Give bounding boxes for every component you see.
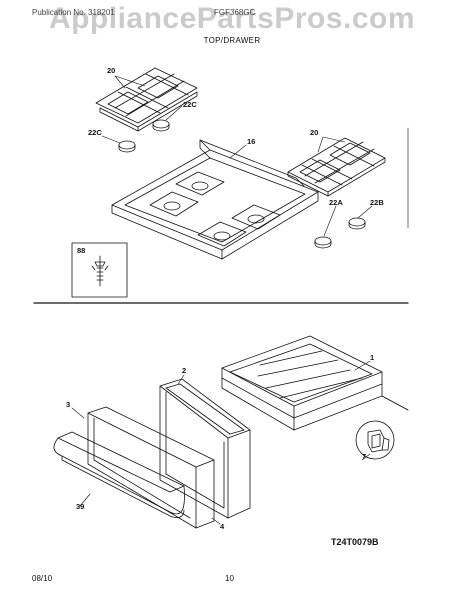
cap-22b[interactable] <box>348 217 366 230</box>
part-88-box[interactable] <box>71 242 128 298</box>
callout-2: 2 <box>182 366 187 375</box>
callout-20-right: 20 <box>310 128 319 137</box>
footer-date: 08/10 <box>32 574 53 583</box>
drawer-panel[interactable] <box>87 406 215 529</box>
right-grate[interactable] <box>287 137 386 197</box>
callout-1: 1 <box>370 353 375 362</box>
callout-22a: 22A <box>329 198 343 207</box>
callout-20-left: 20 <box>107 66 116 75</box>
cap-22c-left[interactable] <box>118 140 136 153</box>
page-number: 10 <box>225 574 234 583</box>
drawing-code: T24T0079B <box>331 537 379 547</box>
callout-7: 7 <box>362 452 367 461</box>
cap-22a[interactable] <box>314 236 332 249</box>
publication-number: Publication No. 318201 <box>32 8 115 17</box>
callout-39: 39 <box>76 502 85 511</box>
left-grate[interactable] <box>95 67 198 132</box>
model-number: FGF368GC <box>214 8 256 17</box>
callout-22c-top: 22C <box>183 100 197 109</box>
drawer[interactable] <box>221 335 409 431</box>
callout-88: 88 <box>77 246 86 255</box>
cooktop[interactable] <box>111 139 319 260</box>
section-title: TOP/DRAWER <box>203 36 261 45</box>
leader-lines-bottom <box>71 360 409 525</box>
cap-22c-top[interactable] <box>152 119 170 132</box>
watermark: AppliancePartsPros.com <box>48 2 416 35</box>
callout-16: 16 <box>247 137 256 146</box>
callout-22c-left: 22C <box>88 128 102 137</box>
callout-3: 3 <box>66 400 71 409</box>
clip-circle[interactable] <box>355 420 395 460</box>
gasket[interactable] <box>159 378 251 519</box>
callout-22b: 22B <box>370 198 384 207</box>
callout-4: 4 <box>220 522 225 531</box>
leader-lines-top <box>101 75 409 237</box>
drawer-handle[interactable] <box>53 431 185 518</box>
